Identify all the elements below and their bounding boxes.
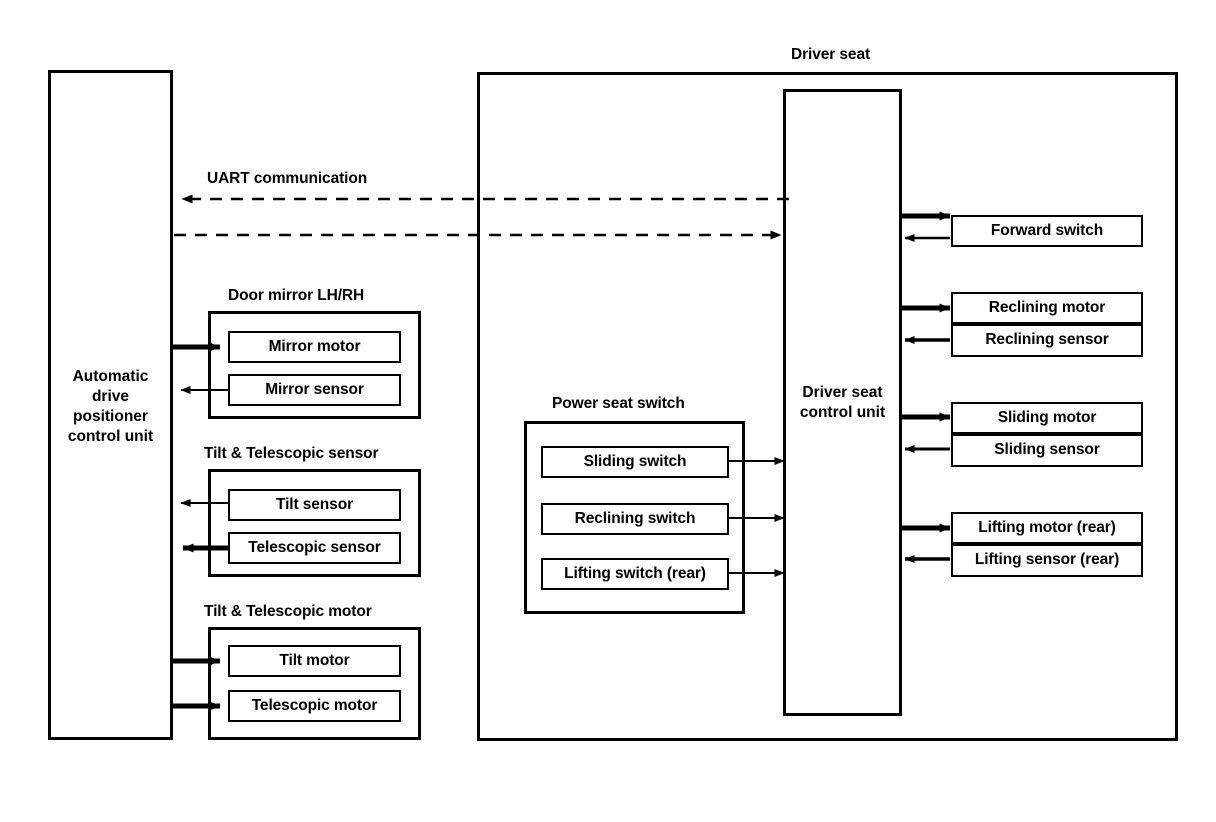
- lifting-switch-rear-box[interactable]: [541, 558, 729, 590]
- door-mirror-group-title: Door mirror LH/RH: [228, 287, 365, 304]
- tilt-sensor-box[interactable]: [228, 489, 401, 521]
- driver-seat-control-unit-label: Driver seat control unit: [799, 383, 886, 421]
- reclining-switch-box[interactable]: [541, 503, 729, 535]
- tilt-sensor-label: Tilt sensor: [276, 495, 353, 513]
- lifting-switch-rear-label: Lifting switch (rear): [564, 564, 706, 582]
- driver-seat-frame: [477, 72, 1178, 741]
- tilt-telescopic-motor-group-title: Tilt & Telescopic motor: [204, 603, 372, 620]
- reclining-switch-label: Reclining switch: [574, 509, 696, 527]
- mirror-motor-box[interactable]: [228, 331, 401, 363]
- tilt-telescopic-motor-group-box: [208, 627, 421, 740]
- telescopic-motor-box[interactable]: [228, 690, 401, 722]
- sliding-switch-label: Sliding switch: [583, 452, 687, 470]
- lifting-motor-rear-box[interactable]: [951, 512, 1143, 544]
- automatic-drive-positioner-control-unit-label: Automatic drive positioner control unit: [67, 367, 154, 446]
- lifting-sensor-rear-label: Lifting sensor (rear): [974, 551, 1120, 569]
- reclining-motor-label: Reclining motor: [988, 298, 1106, 316]
- tilt-motor-label: Tilt motor: [279, 651, 350, 669]
- sliding-switch-box[interactable]: [541, 446, 729, 478]
- power-seat-switch-group-box: [524, 421, 745, 614]
- door-mirror-group-box: [208, 311, 421, 419]
- reclining-sensor-box[interactable]: [951, 324, 1143, 357]
- mirror-motor-label: Mirror motor: [268, 337, 361, 355]
- telescopic-motor-label: Telescopic motor: [251, 696, 378, 714]
- forward-switch-box[interactable]: [951, 215, 1143, 247]
- forward-switch-label: Forward switch: [990, 221, 1104, 239]
- reclining-sensor-label: Reclining sensor: [985, 331, 1109, 349]
- lifting-motor-rear-label: Lifting motor (rear): [978, 518, 1116, 536]
- lifting-sensor-rear-box[interactable]: [951, 544, 1143, 577]
- automatic-drive-positioner-control-unit-box[interactable]: [48, 70, 173, 740]
- power-seat-switch-group-title: Power seat switch: [552, 395, 685, 412]
- sliding-motor-box[interactable]: [951, 402, 1143, 434]
- mirror-sensor-box[interactable]: [228, 374, 401, 406]
- reclining-motor-box[interactable]: [951, 292, 1143, 324]
- telescopic-sensor-box[interactable]: [228, 532, 401, 564]
- tilt-telescopic-sensor-group-title: Tilt & Telescopic sensor: [204, 445, 379, 462]
- tilt-telescopic-sensor-group-box: [208, 469, 421, 577]
- driver-seat-control-unit-box[interactable]: [783, 89, 902, 716]
- driver-seat-title: Driver seat: [791, 46, 871, 63]
- mirror-sensor-label: Mirror sensor: [265, 380, 364, 398]
- sliding-sensor-box[interactable]: [951, 434, 1143, 467]
- sliding-motor-label: Sliding motor: [997, 408, 1097, 426]
- telescopic-sensor-label: Telescopic sensor: [248, 538, 381, 556]
- tilt-motor-box[interactable]: [228, 645, 401, 677]
- uart-communication-label: UART communication: [207, 170, 368, 187]
- sliding-sensor-label: Sliding sensor: [994, 441, 1100, 459]
